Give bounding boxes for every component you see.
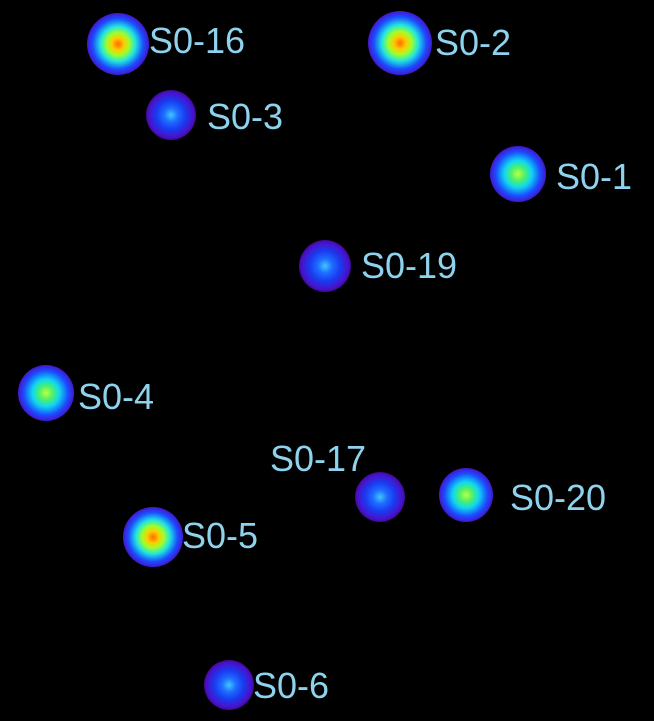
star-s0-6 — [204, 660, 254, 710]
star-label-s0-1: S0-1 — [556, 159, 632, 195]
star-s0-19 — [299, 240, 351, 292]
star-label-s0-6: S0-6 — [253, 668, 329, 704]
star-s0-17 — [355, 472, 405, 522]
star-s0-16 — [87, 13, 149, 75]
star-s0-20 — [439, 468, 493, 522]
star-s0-4 — [18, 365, 74, 421]
star-label-s0-2: S0-2 — [435, 25, 511, 61]
star-s0-2 — [368, 11, 432, 75]
star-s0-3 — [146, 90, 196, 140]
star-s0-5 — [123, 507, 183, 567]
star-label-s0-3: S0-3 — [207, 99, 283, 135]
star-label-s0-4: S0-4 — [78, 379, 154, 415]
star-label-s0-19: S0-19 — [361, 248, 457, 284]
star-label-s0-17: S0-17 — [270, 441, 366, 477]
star-label-s0-20: S0-20 — [510, 480, 606, 516]
star-s0-1 — [490, 146, 546, 202]
star-label-s0-5: S0-5 — [182, 518, 258, 554]
star-label-s0-16: S0-16 — [149, 23, 245, 59]
